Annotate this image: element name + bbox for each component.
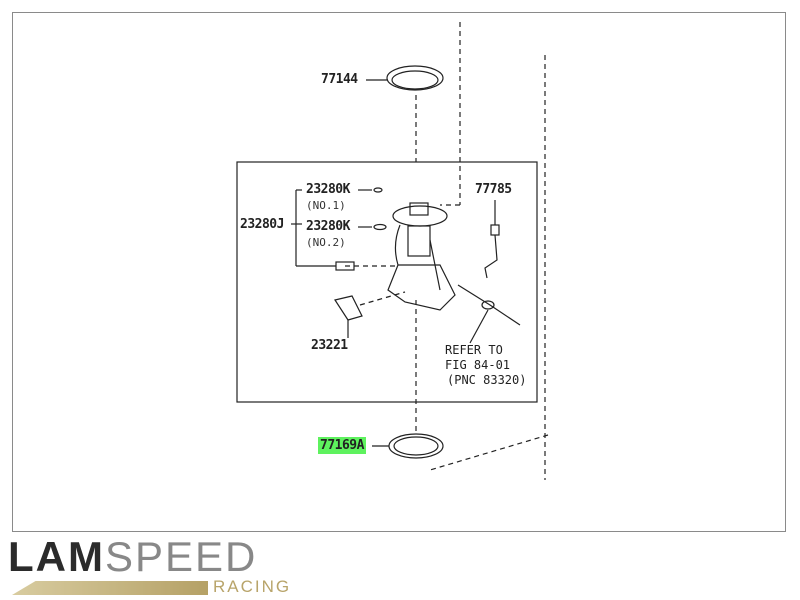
logo-swoosh: [12, 581, 208, 595]
reference-line-2: FIG 84-01: [445, 358, 511, 372]
logo-text-racing: RACING: [213, 577, 292, 596]
sender-77785-icon: [484, 200, 500, 279]
logo-text-speed: SPEED: [104, 533, 258, 580]
part-label-77169A-highlighted: 77169A: [318, 437, 366, 454]
assembly-box: [236, 161, 538, 403]
ring-77144-icon: [386, 65, 444, 91]
bracket-23280J: [291, 187, 387, 271]
lamspeed-racing-logo: LAMSPEED RACING: [8, 536, 308, 598]
filter-23221-icon: [334, 295, 363, 338]
part-note-no1: (NO.1): [306, 199, 346, 212]
part-label-77144: 77144: [321, 72, 358, 87]
part-label-23280J: 23280J: [240, 217, 284, 232]
dashed-guides: [345, 22, 549, 480]
logo-text-lam: LAM: [8, 533, 105, 580]
reference-line-1: REFER TO: [445, 343, 503, 357]
diagram-frame: [12, 12, 786, 532]
part-label-77785: 77785: [475, 182, 512, 197]
part-label-23280K-no1: 23280K: [306, 182, 350, 197]
gasket-77169A-icon: [388, 433, 444, 459]
part-label-23280K-no2: 23280K: [306, 219, 350, 234]
reference-line-3: (PNC 83320): [447, 373, 527, 387]
part-note-no2: (NO.2): [306, 236, 346, 249]
float-arm-icon: [457, 284, 521, 344]
part-label-23221: 23221: [311, 338, 348, 353]
fuel-pump-assembly-icon: [387, 202, 456, 311]
